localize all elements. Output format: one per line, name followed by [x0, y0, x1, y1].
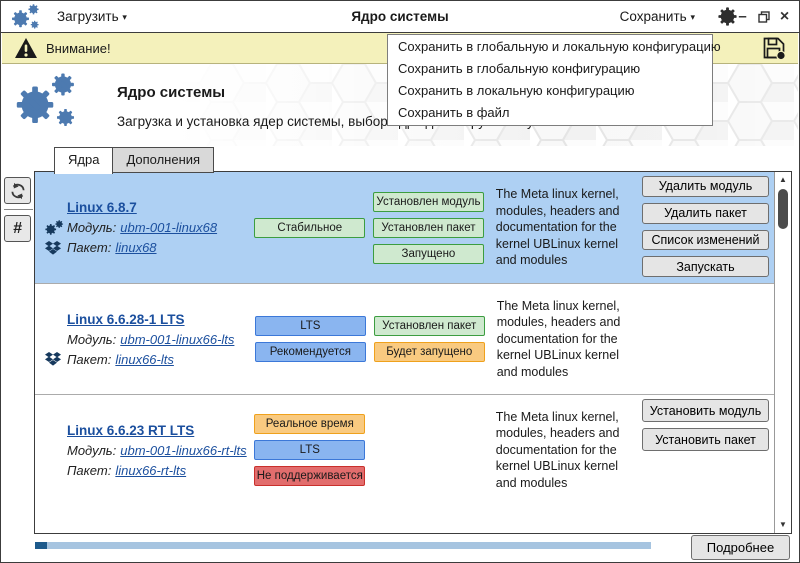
chevron-down-icon: ▾ [122, 12, 127, 22]
load-menu-button[interactable]: Загрузить ▾ [57, 1, 127, 32]
kernel-description: The Meta linux kernel, modules, headers … [495, 187, 620, 268]
warning-label: Внимание! [46, 40, 111, 56]
scroll-up-icon[interactable]: ▲ [779, 175, 787, 184]
badge-column-2 [373, 395, 484, 505]
kernel-description: The Meta linux kernel, modules, headers … [496, 298, 621, 379]
status-badge: Установлен модуль [373, 191, 484, 212]
kernel-action-button[interactable]: Удалить пакет [642, 202, 769, 224]
app-gears-icon [10, 4, 44, 30]
window-controls: – × [736, 1, 791, 32]
badge-column-1: Стабильное [254, 172, 366, 283]
kernel-action-button[interactable]: Список изменений [642, 229, 769, 251]
side-toolbar: # [4, 177, 33, 242]
tab-bar: Ядра Дополнения [54, 147, 215, 174]
module-link[interactable]: ubm-001-linux66-lts [120, 331, 235, 347]
status-badge: Рекомендуется [254, 342, 366, 362]
status-badge: LTS [254, 440, 366, 460]
save-menu-button[interactable]: Сохранить ▾ [620, 1, 695, 32]
hash-icon: # [13, 219, 22, 237]
kernel-action-button[interactable]: Установить модуль [642, 399, 769, 422]
window-title: Ядро системы [351, 9, 449, 24]
menu-bar: Загрузить ▾ Ядро системы Сохранить ▾ – × [1, 1, 799, 33]
settings-gear-icon[interactable] [718, 7, 737, 26]
load-menu-label: Загрузить [57, 9, 119, 24]
package-link[interactable]: linux66-lts [115, 351, 174, 367]
kernel-action-button[interactable]: Запускать [642, 256, 769, 277]
package-box-icon [45, 241, 67, 255]
chevron-down-icon: ▾ [690, 12, 695, 22]
minimize-button[interactable]: – [738, 7, 747, 25]
save-menu-item[interactable]: Сохранить в локальную конфигурацию [398, 83, 635, 98]
package-label: Пакет: [67, 462, 112, 478]
package-link[interactable]: linux68 [115, 240, 157, 255]
warning-triangle-icon [15, 38, 37, 58]
status-badge: Не поддерживается [254, 466, 366, 486]
save-dropdown-menu: Сохранить в глобальную и локальную конфи… [387, 34, 721, 126]
kernel-row[interactable]: Linux 6.8.7 Модуль: ubm-001-linux68 Паке… [35, 172, 774, 283]
status-badge: Стабильное [254, 217, 366, 238]
package-link[interactable]: linux66-rt-lts [115, 462, 187, 478]
badge-column-1: LTS Рекомендуется [254, 284, 366, 394]
kernel-actions [643, 284, 769, 394]
refresh-button[interactable] [4, 177, 31, 204]
status-badge: Установлен пакет [373, 217, 484, 238]
save-menu-item[interactable]: Сохранить в файл [398, 105, 510, 120]
status-badge: Реальное время [254, 414, 366, 434]
details-button[interactable]: Подробнее [691, 535, 790, 560]
kernel-action-button[interactable]: Удалить модуль [642, 176, 769, 197]
close-button[interactable]: × [779, 7, 790, 25]
hash-button[interactable]: # [4, 215, 31, 242]
progress-fill [35, 542, 48, 549]
vertical-scrollbar[interactable]: ▲ ▼ [774, 172, 791, 533]
module-gears-icon [45, 220, 67, 235]
kernel-name-link[interactable]: Linux 6.8.7 [67, 200, 137, 215]
scroll-down-icon[interactable]: ▼ [779, 520, 787, 529]
refresh-icon [9, 182, 27, 200]
status-badge: Будет запущено [373, 342, 485, 362]
restore-icon [757, 10, 770, 23]
tab-addons[interactable]: Дополнения [113, 147, 215, 173]
header-gears-icon [16, 72, 82, 130]
save-menu-label: Сохранить [619, 9, 687, 24]
status-badge: LTS [254, 316, 366, 336]
page-title: Ядро системы [117, 84, 226, 101]
kernel-name-link[interactable]: Linux 6.6.23 RT LTS [67, 422, 195, 438]
module-label: Модуль: [67, 442, 117, 458]
save-menu-item[interactable]: Сохранить в глобальную и локальную конфи… [398, 39, 721, 54]
kernel-row[interactable]: Linux 6.6.23 RT LTS Модуль: ubm-001-linu… [35, 394, 774, 505]
toolbar-divider [4, 209, 33, 210]
kernel-description: The Meta linux kernel, modules, headers … [495, 409, 620, 490]
package-label: Пакет: [67, 351, 112, 367]
module-link[interactable]: ubm-001-linux68 [120, 220, 218, 235]
kernel-info: Linux 6.6.23 RT LTS Модуль: ubm-001-linu… [35, 395, 254, 505]
status-badge: Запущено [373, 243, 484, 264]
module-link[interactable]: ubm-001-linux66-rt-lts [120, 442, 247, 458]
save-floppy-icon[interactable] [762, 36, 786, 60]
kernel-list: Linux 6.8.7 Модуль: ubm-001-linux68 Паке… [34, 171, 792, 534]
package-box-icon [45, 352, 67, 366]
scrollbar-thumb[interactable] [778, 189, 788, 229]
status-badge: Установлен пакет [373, 316, 485, 336]
kernel-name-link[interactable]: Linux 6.6.28-1 LTS [67, 311, 185, 327]
module-label: Модуль: [67, 220, 117, 235]
kernel-action-button[interactable]: Установить пакет [642, 428, 769, 451]
restore-button[interactable] [757, 10, 770, 23]
module-label: Модуль: [67, 331, 117, 347]
tab-kernels[interactable]: Ядра [54, 147, 114, 174]
save-menu-item[interactable]: Сохранить в глобальную конфигурацию [398, 61, 641, 76]
kernel-row[interactable]: Linux 6.6.28-1 LTS Модуль: ubm-001-linux… [35, 283, 774, 394]
kernel-info: Linux 6.6.28-1 LTS Модуль: ubm-001-linux… [35, 284, 255, 394]
kernel-info: Linux 6.8.7 Модуль: ubm-001-linux68 Паке… [35, 172, 254, 283]
progress-bar [35, 542, 651, 549]
package-label: Пакет: [67, 240, 112, 255]
